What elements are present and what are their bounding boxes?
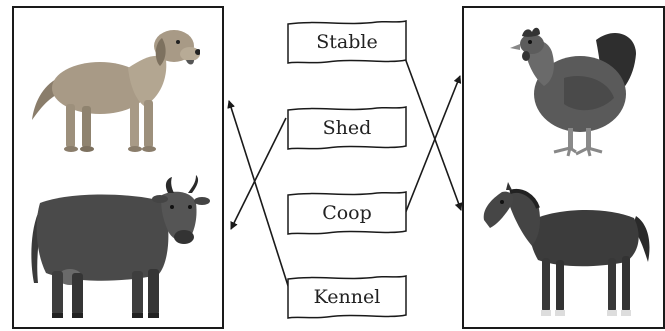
- label-kennel: Kennel: [313, 286, 381, 308]
- label-shed: Shed: [322, 117, 372, 139]
- left-animal-panel: [12, 6, 224, 329]
- dog-image: [28, 16, 200, 156]
- label-box-coop: Coop: [287, 191, 407, 235]
- cow-image: [22, 173, 210, 321]
- horse-image: [476, 180, 656, 322]
- hen-image: [504, 20, 644, 162]
- label-box-stable: Stable: [287, 20, 407, 64]
- right-animal-panel: [462, 6, 665, 329]
- label-coop: Coop: [322, 202, 372, 224]
- label-box-shed: Shed: [287, 106, 407, 150]
- arrow-stable-to-horse: [404, 57, 463, 211]
- arrow-coop-to-hen: [404, 75, 462, 215]
- label-stable: Stable: [316, 31, 378, 53]
- arrow-kennel-to-dog: [227, 100, 291, 293]
- arrow-shed-to-cow: [230, 117, 287, 230]
- label-box-kennel: Kennel: [287, 275, 407, 319]
